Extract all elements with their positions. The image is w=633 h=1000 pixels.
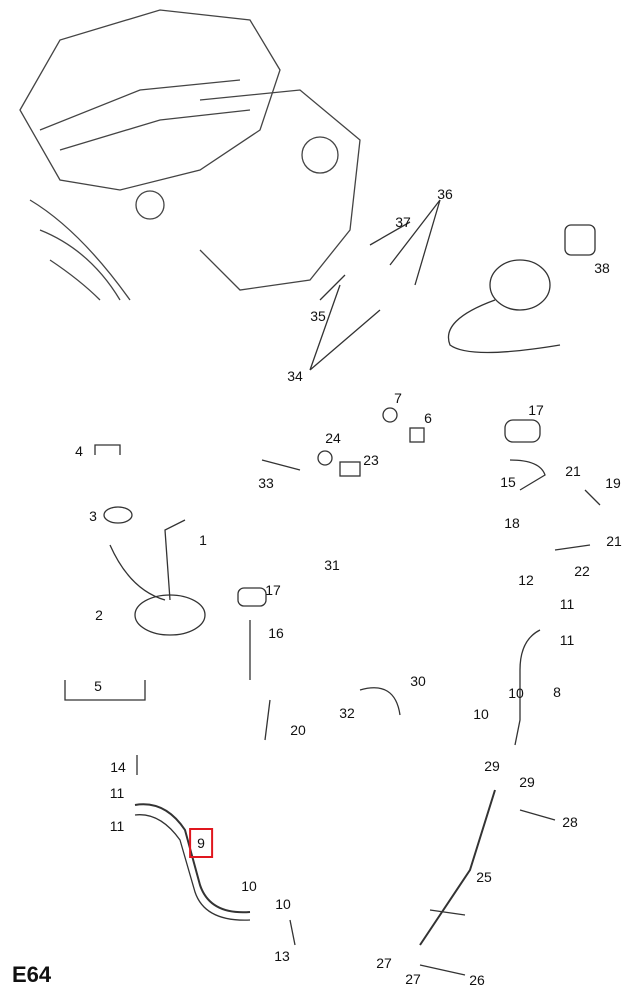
callout-21: 21 [565, 463, 581, 479]
callout-38: 38 [594, 260, 610, 276]
callout-10: 10 [508, 685, 524, 701]
callout-28: 28 [562, 814, 578, 830]
callout-10: 10 [275, 896, 291, 912]
callout-31: 31 [324, 557, 340, 573]
sensor-drawing [447, 224, 596, 354]
callout-14: 14 [110, 759, 126, 775]
callout-17: 17 [528, 402, 544, 418]
callout-4: 4 [75, 443, 83, 459]
callout-8: 8 [553, 684, 561, 700]
callout-10: 10 [473, 706, 489, 722]
callout-6: 6 [424, 410, 432, 426]
callout-37: 37 [395, 214, 411, 230]
callout-24: 24 [325, 430, 341, 446]
diagram-code: E64 [12, 962, 52, 987]
callout-2: 2 [95, 607, 103, 623]
callout-1: 1 [199, 532, 207, 548]
callout-11: 11 [559, 632, 575, 648]
callout-22: 22 [574, 563, 590, 579]
callout-15: 15 [500, 474, 516, 490]
callout-10: 10 [241, 878, 257, 894]
callout-19: 19 [605, 475, 621, 491]
callout-27: 27 [376, 955, 392, 971]
callout-29: 29 [519, 774, 535, 790]
callout-5: 5 [94, 678, 102, 694]
callout-20: 20 [290, 722, 306, 738]
callout-27: 27 [405, 971, 421, 987]
callout-11: 11 [559, 596, 575, 612]
callout-29: 29 [484, 758, 500, 774]
callout-26: 26 [469, 972, 485, 988]
engine-block-drawing [19, 9, 361, 301]
callout-33: 33 [258, 475, 274, 491]
callout-7: 7 [394, 390, 402, 406]
callout-25: 25 [476, 869, 492, 885]
callout-16: 16 [268, 625, 284, 641]
callout-12: 12 [518, 572, 534, 588]
callout-11: 11 [109, 818, 125, 834]
callout-13: 13 [274, 948, 290, 964]
callout-36: 36 [437, 186, 453, 202]
oil-pickup-drawing [103, 506, 206, 636]
callout-30: 30 [410, 673, 426, 689]
callout-23: 23 [363, 452, 379, 468]
callout-34: 34 [287, 368, 303, 384]
callout-18: 18 [504, 515, 520, 531]
callout-17: 17 [265, 582, 281, 598]
callout-21: 21 [606, 533, 622, 549]
callout-11: 11 [109, 785, 125, 801]
callout-9-highlighted[interactable]: 9 [189, 828, 213, 858]
callout-3: 3 [89, 508, 97, 524]
callout-35: 35 [310, 308, 326, 324]
callout-32: 32 [339, 705, 355, 721]
